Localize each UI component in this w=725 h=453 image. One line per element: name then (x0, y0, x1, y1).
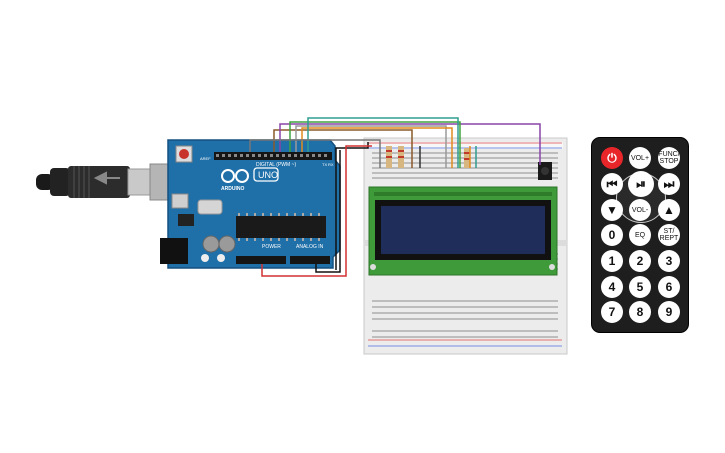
atmega-chip (236, 216, 326, 238)
analog-header (290, 256, 330, 264)
lcd-16x2-display[interactable] (368, 186, 558, 276)
rx-label: RX (328, 162, 334, 167)
down-button[interactable]: ▼ (601, 199, 623, 221)
resistor[interactable] (386, 146, 392, 168)
vol-up-button[interactable]: VOL+ (629, 147, 651, 169)
uno-label: UNO (258, 170, 278, 180)
ir-receiver[interactable] (538, 162, 552, 180)
power-label: POWER (262, 244, 281, 250)
digital-label: DIGITAL (PWM ~) (256, 162, 296, 168)
reset-button-cap (179, 149, 189, 159)
arduino-logo-icon (221, 169, 249, 183)
two-button[interactable]: 2 (629, 250, 651, 272)
power-icon: ⏻ (607, 150, 617, 165)
power-header (236, 256, 286, 264)
up-button[interactable]: ▲ (658, 199, 680, 221)
power-button[interactable]: ⏻ (601, 147, 623, 169)
triangle-up-icon: ▲ (663, 203, 675, 217)
skip-forward-icon: ⏭ (663, 176, 675, 191)
analog-label: ANALOG IN (296, 244, 324, 250)
vol-down-button[interactable]: VOL- (629, 199, 651, 221)
func-stop-button[interactable]: FUNC/ STOP (658, 147, 680, 169)
uno-badge (253, 167, 279, 182)
arduino-uno-board[interactable]: DIGITAL (PWM ~) AREF TX RX ARDUINO UNO (160, 139, 341, 269)
lcd-screen (381, 206, 545, 254)
wires[interactable] (249, 117, 541, 277)
play-pause-button[interactable]: ⏯ (628, 171, 654, 197)
eq-button[interactable]: EQ (629, 224, 651, 246)
st-rept-button[interactable]: ST/ REPT (658, 224, 680, 246)
prev-button[interactable]: ⏮ (601, 173, 623, 195)
ir-remote[interactable]: ⏻ VOL+ FUNC/ STOP ⏮ ⏯ ⏭ ▼ VOL- ▲ 0 EQ ST… (591, 137, 689, 333)
eight-button[interactable]: 8 (629, 301, 651, 323)
four-button[interactable]: 4 (601, 276, 623, 298)
arduino-wordmark: ARDUINO (221, 186, 244, 192)
play-pause-icon: ⏯ (636, 176, 646, 191)
resistor[interactable] (464, 148, 470, 168)
five-button[interactable]: 5 (629, 276, 651, 298)
capacitor (202, 235, 220, 253)
led-indicator (201, 254, 209, 262)
resistor[interactable] (398, 146, 404, 168)
nine-button[interactable]: 9 (658, 301, 680, 323)
six-button[interactable]: 6 (658, 276, 680, 298)
zero-button[interactable]: 0 (601, 224, 623, 246)
seven-button[interactable]: 7 (601, 301, 623, 323)
aref-label: AREF (200, 156, 211, 161)
capacitor (218, 235, 236, 253)
usb-chip (171, 193, 189, 209)
triangle-down-icon: ▼ (606, 203, 618, 217)
crystal (197, 199, 223, 215)
led-indicator (217, 254, 225, 262)
three-button[interactable]: 3 (658, 250, 680, 272)
one-button[interactable]: 1 (601, 250, 623, 272)
skip-back-icon: ⏮ (606, 176, 618, 191)
power-jack (160, 238, 188, 264)
regulator-chip (178, 214, 194, 226)
tx-label: TX (322, 162, 327, 167)
next-button[interactable]: ⏭ (658, 173, 680, 195)
